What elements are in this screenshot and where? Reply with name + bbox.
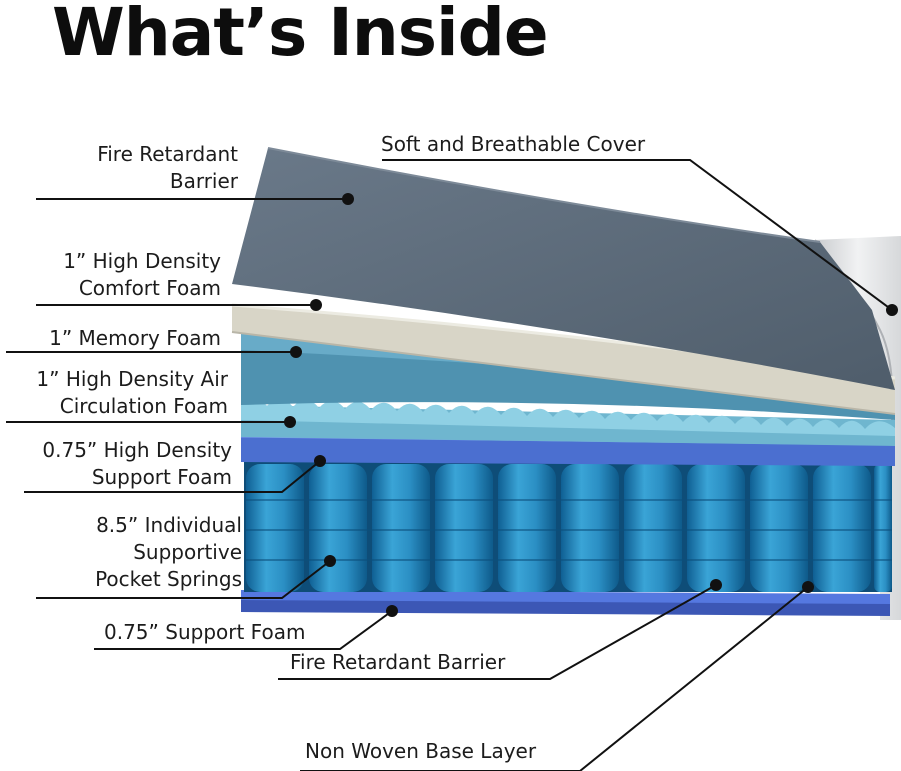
spring (687, 464, 745, 592)
label-cover: Soft and Breathable Cover (381, 132, 646, 156)
label-line: Fire Retardant (97, 142, 238, 166)
pocket-springs (246, 464, 892, 592)
leader-support-foam-bottom (94, 610, 393, 650)
dot-fire-barrier-top (342, 193, 354, 205)
label-line: Support Foam (91, 465, 232, 489)
label-air-circulation-foam: 1” High Density Air Circulation Foam (36, 366, 228, 420)
cover-layer (815, 236, 901, 620)
dot-support-foam (314, 455, 326, 467)
air-foam-bumps (241, 397, 895, 436)
spring (246, 464, 304, 592)
spring (561, 464, 619, 592)
spring (372, 464, 430, 592)
label-line: 1” High Density (63, 249, 221, 273)
label-line: Barrier (169, 169, 238, 193)
dot-comfort-foam (310, 299, 322, 311)
dot-memory-foam (290, 346, 302, 358)
bottom-support-foam-layer (241, 590, 890, 604)
label-comfort-foam: 1” High Density Comfort Foam (63, 248, 221, 302)
label-line: 8.5” Individual (96, 513, 242, 537)
spring (309, 464, 367, 592)
page-title: What’s Inside (52, 0, 549, 71)
label-line: Circulation Foam (59, 394, 228, 418)
dot-air-foam (284, 416, 296, 428)
label-line: 1” High Density Air (36, 367, 228, 391)
leader-dots (284, 193, 898, 617)
label-support-foam-bottom: 0.75” Support Foam (104, 620, 306, 644)
leader-support-foam (24, 460, 321, 493)
fire-retardant-barrier-layer (232, 148, 895, 390)
spring (813, 464, 871, 592)
spring (435, 464, 493, 592)
label-fire-retardant-barrier-bottom: Fire Retardant Barrier (290, 650, 506, 674)
spring (874, 464, 892, 592)
label-fire-retardant-barrier: Fire Retardant Barrier (97, 141, 238, 195)
leader-pocket-springs (36, 560, 331, 599)
barrier-top-edge (267, 147, 821, 243)
label-line: Supportive (133, 540, 242, 564)
label-pocket-springs: 8.5” Individual Supportive Pocket Spring… (95, 512, 242, 593)
leader-base-layer (300, 586, 809, 771)
leader-fire-barrier-bottom (278, 584, 717, 680)
comfort-foam-bottom-edge (231, 331, 896, 415)
dot-cover (886, 304, 898, 316)
dot-support-foam-bottom (386, 605, 398, 617)
label-line: Comfort Foam (78, 276, 221, 300)
label-support-foam: 0.75” High Density Support Foam (42, 437, 232, 491)
spring (498, 464, 556, 592)
label-line: Pocket Springs (95, 567, 242, 591)
dot-base-layer (802, 581, 814, 593)
leader-lines (6, 159, 893, 771)
spring (750, 464, 808, 592)
spring (624, 464, 682, 592)
comfort-foam-layer (232, 305, 895, 414)
dot-fire-barrier-bottom (710, 579, 722, 591)
spring-rings (246, 499, 892, 561)
label-memory-foam: 1” Memory Foam (49, 326, 221, 350)
label-line: 0.75” High Density (42, 438, 232, 462)
label-base-layer: Non Woven Base Layer (305, 739, 537, 763)
dot-pocket-springs (324, 555, 336, 567)
leader-cover (382, 159, 893, 311)
